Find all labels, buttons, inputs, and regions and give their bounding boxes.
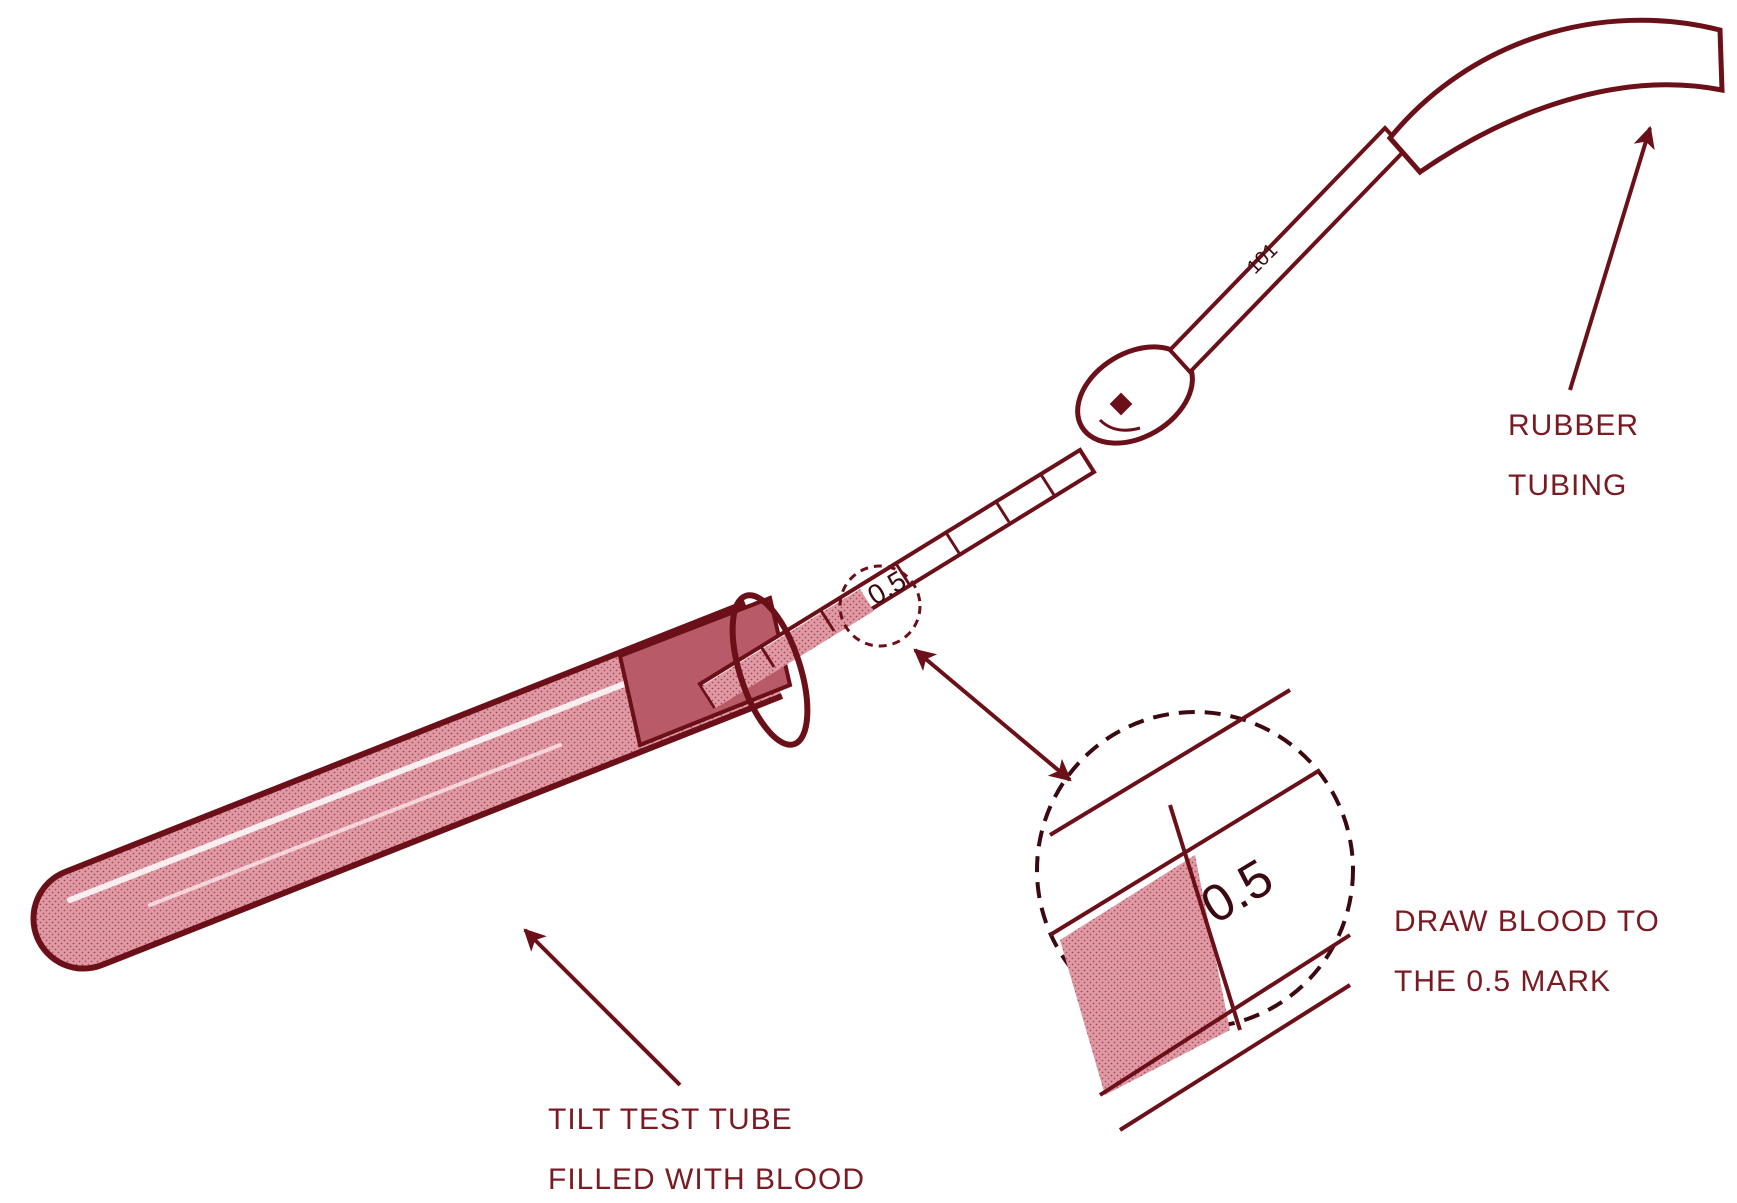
draw-blood-label: DRAW BLOOD TO THE 0.5 MARK <box>1394 892 1660 1012</box>
tilt-tube-label: TILT TEST TUBE FILLED WITH BLOOD <box>548 1090 865 1203</box>
rubber-tubing <box>1390 20 1722 172</box>
rubber-tubing-arrow <box>1570 128 1650 390</box>
pipette: 0.5 101 <box>700 128 1405 753</box>
magnified-view: 0.5 <box>1037 690 1353 1130</box>
test-tube-arrow <box>525 930 680 1085</box>
pipette-upper-stem <box>1170 128 1405 372</box>
magnify-arrow <box>915 650 1070 780</box>
rubber-tubing-label: RUBBER TUBING <box>1508 396 1639 516</box>
test-tube <box>33 598 790 969</box>
test-tube-highlight <box>70 670 660 900</box>
